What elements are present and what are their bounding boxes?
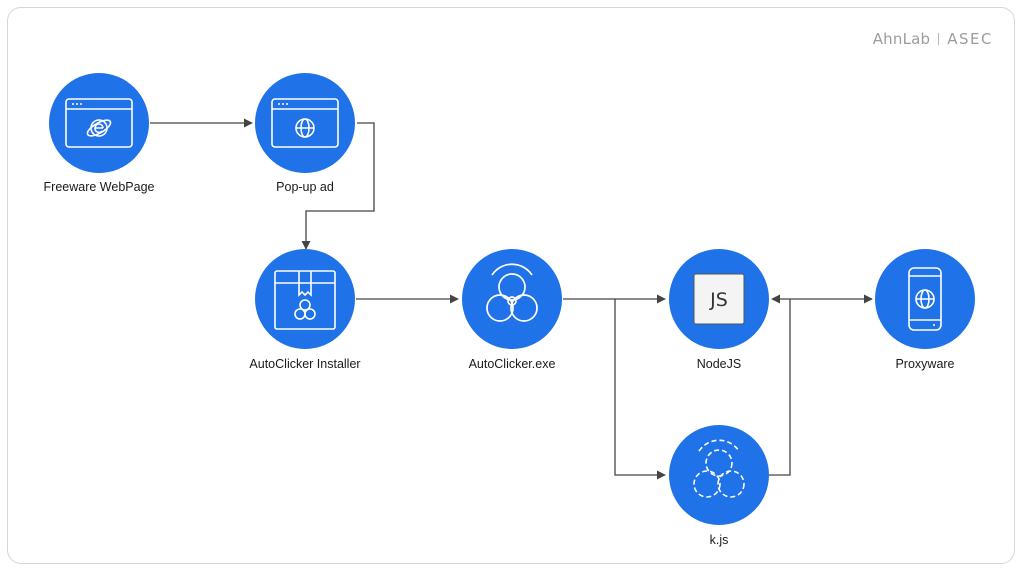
- node-freeware-webpage: [49, 73, 149, 173]
- node-proxyware: [875, 249, 975, 349]
- package-biohazard-icon: [274, 270, 336, 330]
- node-popup-ad: [255, 73, 355, 173]
- node-autoclicker-exe: [462, 249, 562, 349]
- js-icon: [693, 273, 745, 325]
- label-popup-ad: Pop-up ad: [276, 180, 334, 194]
- edges: [150, 118, 873, 480]
- browser-globe-icon: [271, 98, 339, 148]
- brand-logo: AhnLab ASEC: [872, 30, 993, 48]
- brand-product: ASEC: [947, 30, 993, 48]
- js-icon-text: JS: [709, 289, 728, 311]
- node-circle: [255, 73, 355, 173]
- node-circle: [255, 249, 355, 349]
- node-nodejs: JS: [669, 249, 769, 349]
- label-freeware-webpage: Freeware WebPage: [43, 180, 155, 194]
- node-circle: [462, 249, 562, 349]
- edge-popup-to-installer: [301, 122, 375, 250]
- label-nodejs: NodeJS: [696, 357, 742, 371]
- label-autoclicker-installer: AutoClicker Installer: [249, 357, 361, 371]
- brand-divider: [938, 33, 940, 45]
- label-proxyware: Proxyware: [895, 357, 955, 371]
- label-autoclicker-exe: AutoClicker.exe: [468, 357, 556, 371]
- biohazard-dashed-icon: [693, 439, 745, 498]
- phone-globe-icon: [908, 267, 942, 331]
- biohazard-icon: [486, 263, 538, 322]
- node-kjs: [669, 425, 769, 525]
- brand-company: AhnLab: [872, 30, 931, 48]
- edge-autoclicker-to-kjs: [614, 299, 666, 480]
- edge-kjs-to-bus: [766, 299, 791, 476]
- label-kjs: k.js: [709, 533, 729, 547]
- node-autoclicker-installer: [255, 249, 355, 349]
- browser-ie-icon: [65, 98, 133, 148]
- node-circle: [669, 425, 769, 525]
